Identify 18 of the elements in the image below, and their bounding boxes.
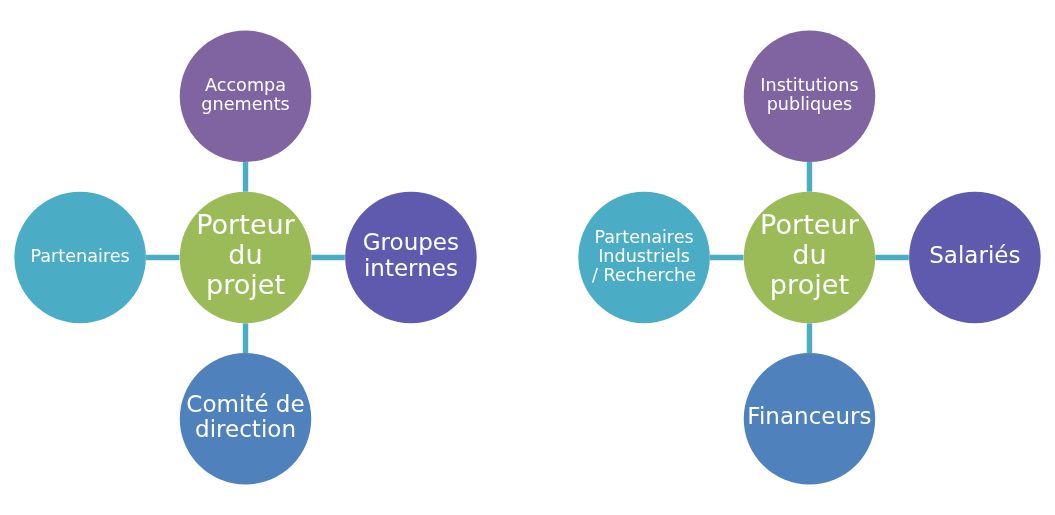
connector — [311, 254, 345, 261]
node-circle: Partenaires Industriels / Recherche — [578, 191, 710, 324]
node-circle: Porteur du projet — [179, 191, 312, 324]
node-circle: Comité de direction — [179, 353, 312, 485]
node-circle: Salariés — [909, 191, 1041, 324]
connector — [242, 323, 249, 353]
node-circle: Groupes internes — [345, 191, 477, 324]
node-circle: Porteur du projet — [743, 191, 876, 324]
connector — [242, 162, 249, 192]
node-circle: Institutions publiques — [743, 30, 876, 162]
node-circle: Accompa gnements — [179, 30, 312, 162]
node-circle: Financeurs — [743, 353, 876, 485]
connector — [806, 162, 813, 192]
connector — [146, 254, 180, 261]
connector — [806, 323, 813, 353]
connector — [710, 254, 744, 261]
node-circle: Partenaires — [14, 191, 146, 324]
connector — [875, 254, 909, 261]
